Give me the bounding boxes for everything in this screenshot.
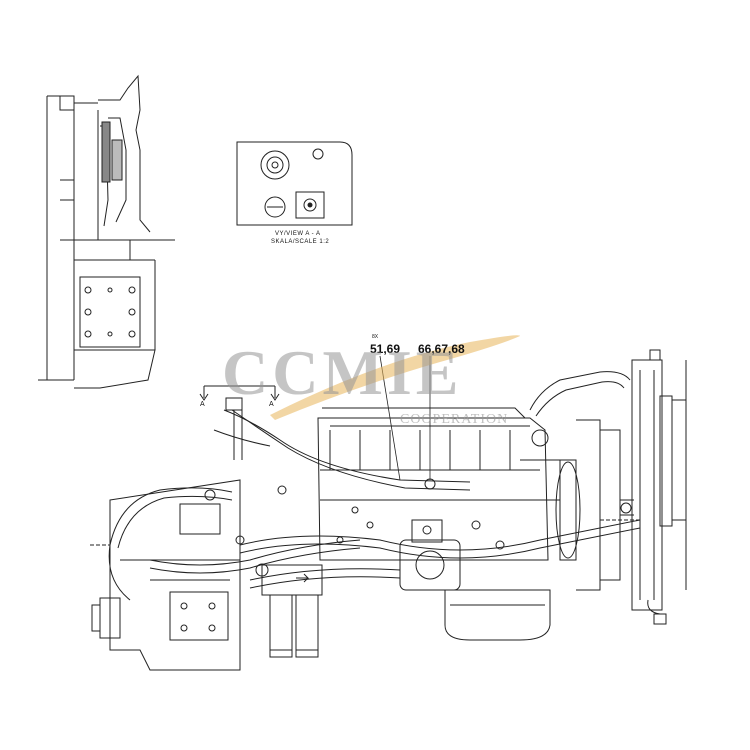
flywheel-housing-section (38, 74, 175, 389)
view-scale-label: SKALA/SCALE 1:2 (271, 239, 330, 245)
watermark-brand: CCMIE (222, 337, 463, 408)
section-mark-left: A (200, 401, 205, 408)
watermark-tagline: COOPERATION (400, 412, 509, 427)
engine-side-view (90, 349, 687, 671)
view-a-a-detail (236, 141, 353, 226)
view-title-label: VY/VIEW A - A (275, 231, 321, 237)
section-mark-right: A (269, 401, 274, 408)
callout-label-right: 66,67,68 (418, 342, 465, 356)
watermark-swoosh (270, 335, 520, 420)
small-tag-label: 8X (372, 334, 379, 340)
callout-label-left: 51,69 (370, 342, 401, 356)
